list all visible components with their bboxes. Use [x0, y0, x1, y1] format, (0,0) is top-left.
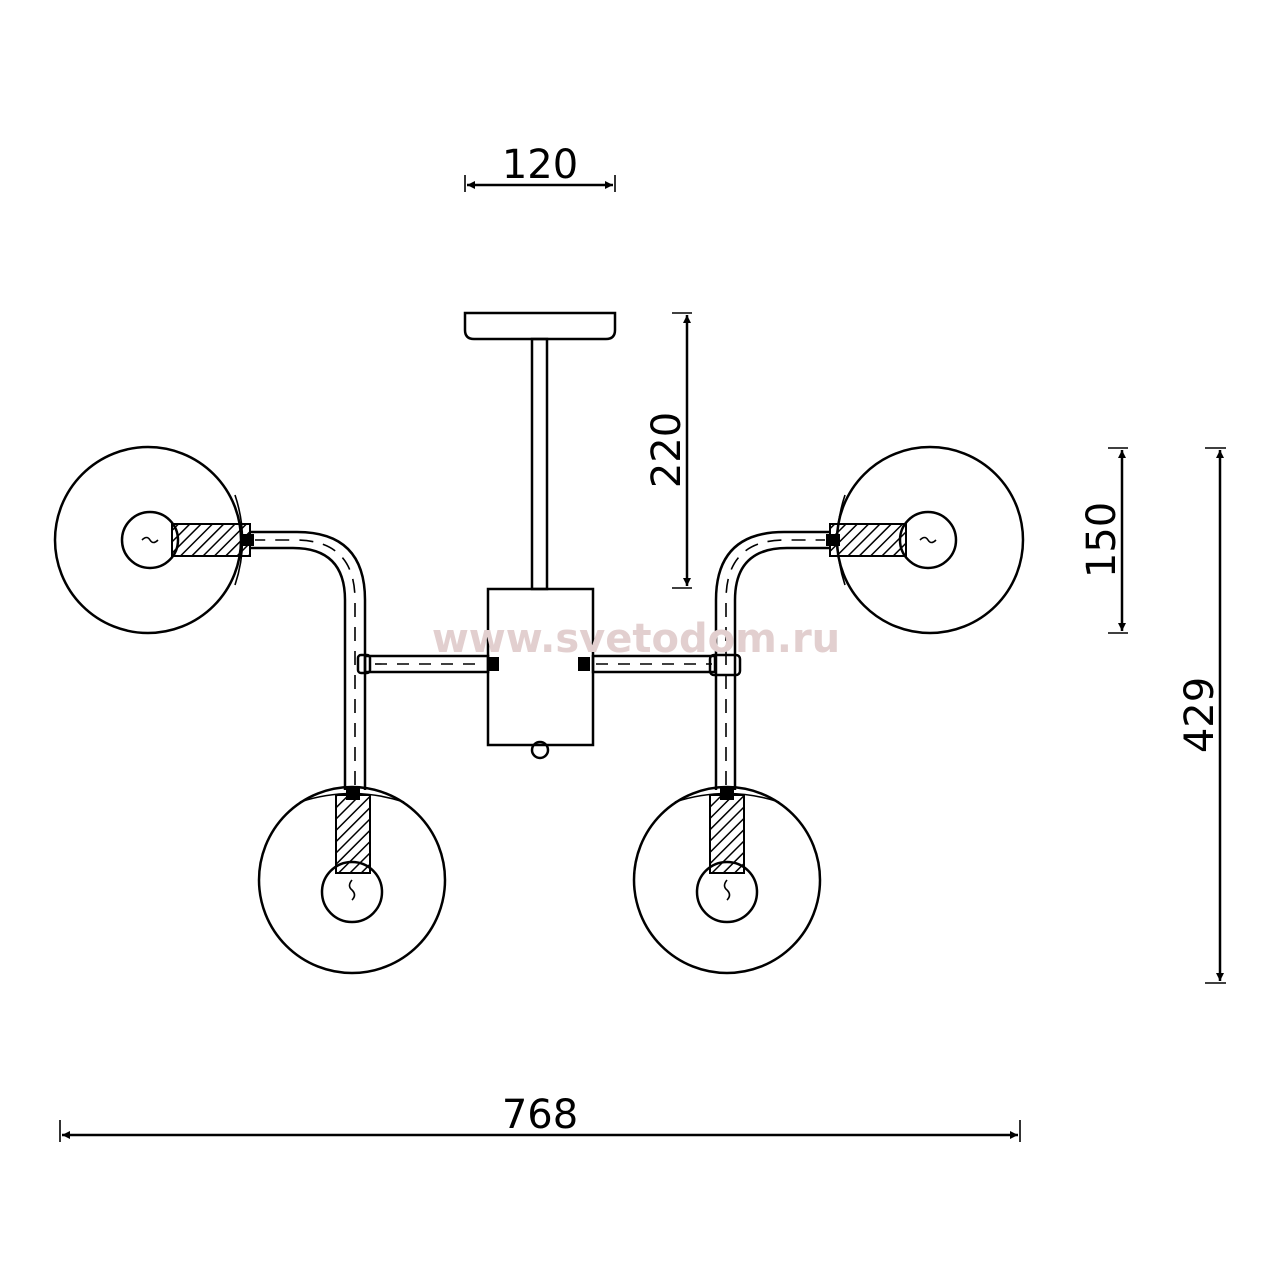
right-arm-pipe [714, 530, 830, 790]
central-body [486, 587, 595, 747]
watermark: www.svetodom.ru [432, 616, 840, 662]
socket [829, 523, 907, 557]
dimension-label-429: 429 [1177, 677, 1223, 753]
dimension-label-120: 120 [502, 142, 578, 188]
lamp-bottom-right [632, 785, 822, 975]
dimension-suspension-height: 220 [644, 312, 692, 589]
glass-globe [632, 785, 822, 975]
dimension-label-150: 150 [1079, 502, 1125, 578]
dimension-label-768: 768 [502, 1092, 578, 1138]
dimension-label-220: 220 [644, 412, 690, 488]
suspension-rod [530, 337, 549, 591]
dimension-total-height: 429 [1177, 447, 1226, 984]
ceiling-canopy [463, 311, 617, 341]
glass-globe [257, 785, 447, 975]
bottom-finial [530, 740, 550, 760]
socket [335, 794, 371, 874]
socket [171, 523, 251, 557]
dimension-total-width: 768 [59, 1092, 1021, 1142]
lamp-top-right [826, 445, 1025, 635]
dimension-canopy-width: 120 [464, 142, 616, 192]
lamp-top-left [53, 445, 254, 635]
lamp-bottom-left [257, 785, 447, 975]
left-arm-pipe [250, 530, 367, 790]
dimension-globe-height: 150 [1079, 447, 1128, 634]
socket [709, 794, 745, 874]
